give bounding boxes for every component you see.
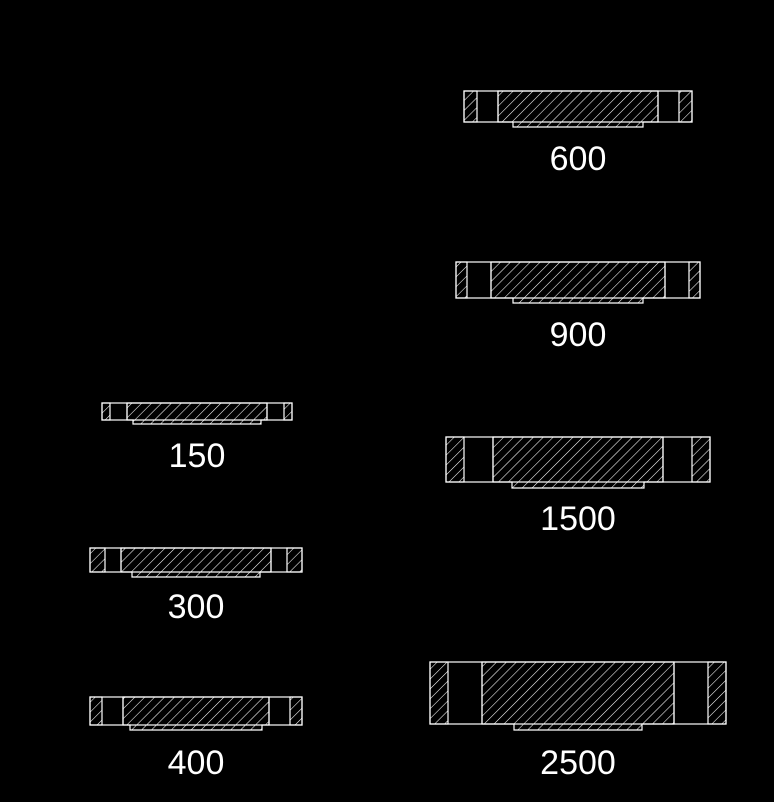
flange-2500: 2500 [429, 661, 727, 782]
hub-section [126, 402, 268, 425]
edge-section-left [455, 261, 468, 299]
edge-section-left [445, 436, 465, 483]
hub-section [481, 661, 675, 731]
flange-label: 150 [169, 437, 226, 475]
flange-label: 900 [550, 316, 607, 354]
flange-label: 600 [550, 140, 607, 178]
edge-section-left [89, 547, 106, 573]
flange-150: 150 [101, 402, 293, 475]
flange-label: 1500 [540, 500, 616, 538]
hub-section [497, 90, 659, 128]
edge-section-right [678, 90, 693, 123]
edge-section-left [89, 696, 103, 726]
edge-section-left [101, 402, 111, 421]
edge-section-right [289, 696, 303, 726]
edge-section-right [691, 436, 711, 483]
hub-section [492, 436, 664, 489]
flange-sections: 150 300 400 600 900 1500 2500 [89, 90, 727, 782]
flange-400: 400 [89, 696, 303, 782]
flange-900: 900 [455, 261, 701, 354]
flange-1500: 1500 [445, 436, 711, 538]
edge-section-left [463, 90, 478, 123]
flange-300: 300 [89, 547, 303, 626]
edge-section-right [707, 661, 727, 725]
edge-section-left [429, 661, 449, 725]
hub-section [490, 261, 666, 304]
flange-600: 600 [463, 90, 693, 178]
edge-section-right [688, 261, 701, 299]
flange-label: 400 [168, 744, 225, 782]
edge-section-right [286, 547, 303, 573]
hub-section [122, 696, 270, 731]
edge-section-right [283, 402, 293, 421]
flange-label: 300 [168, 588, 225, 626]
hub-section [120, 547, 272, 578]
flange-label: 2500 [540, 744, 616, 782]
